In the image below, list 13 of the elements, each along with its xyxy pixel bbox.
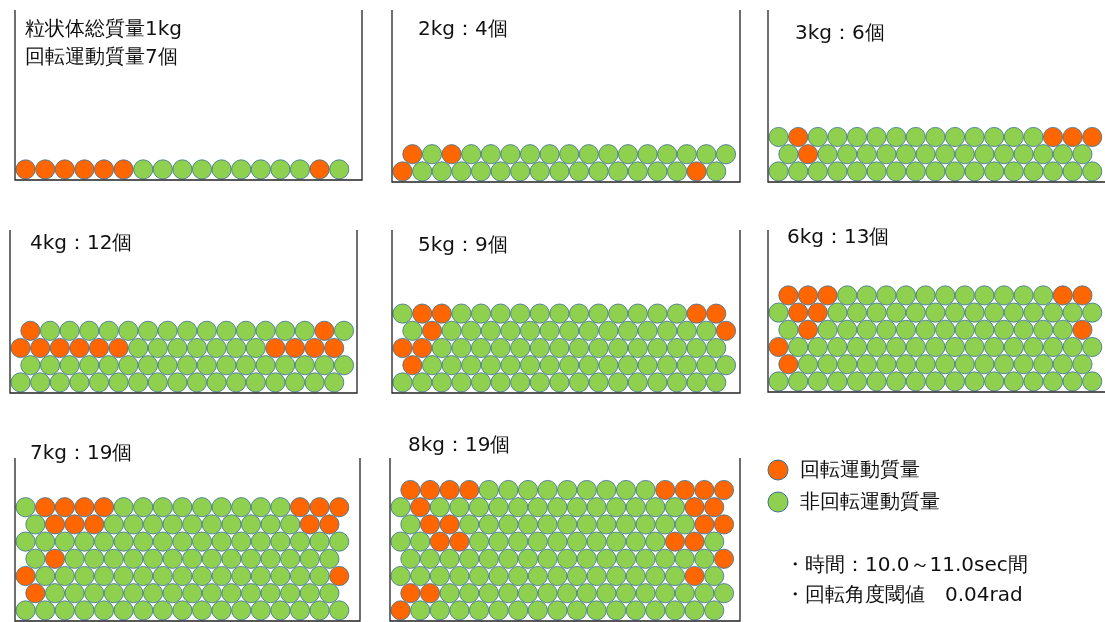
- legend-text: 非回転運動質量: [800, 489, 940, 513]
- panel-label: 3kg：6個: [795, 20, 885, 44]
- panel-label: 7kg：19個: [30, 440, 133, 464]
- panel-label: 6kg：13個: [787, 224, 890, 248]
- panel-label: 回転運動質量7個: [25, 44, 178, 68]
- panel-label: 粒状体総質量1kg: [25, 16, 182, 40]
- note-text: ・回転角度閾値 0.04rad: [785, 582, 1023, 606]
- panel-label: 2kg：4個: [418, 16, 508, 40]
- panel-label: 4kg：12個: [30, 230, 133, 254]
- legend-text: 回転運動質量: [800, 457, 920, 481]
- panel-label: 5kg：9個: [418, 232, 508, 256]
- panel-label: 8kg：19個: [408, 432, 511, 456]
- note-text: ・時間：10.0～11.0sec間: [785, 552, 1028, 576]
